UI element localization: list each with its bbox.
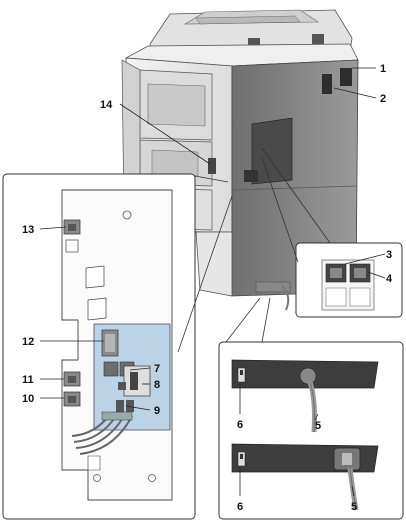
callout-5-upper: 5 (315, 420, 321, 432)
callout-13: 13 (22, 224, 34, 236)
left-detail-panel (2, 173, 233, 520)
callout-4: 4 (386, 273, 393, 285)
callout-3: 3 (386, 249, 392, 261)
port-detail-panel (261, 147, 403, 318)
callout-8: 8 (154, 379, 160, 391)
callout-12: 12 (22, 336, 34, 348)
callout-6-upper: 6 (237, 419, 243, 431)
leader-lines (39, 67, 386, 497)
callout-labels: 1 2 3 4 5 6 6 5 7 8 9 10 11 12 13 14 (22, 63, 393, 513)
callout-7: 7 (154, 363, 160, 375)
callout-2: 2 (380, 93, 386, 105)
callout-6-lower: 6 (237, 501, 243, 513)
callout-9: 9 (154, 405, 160, 417)
callout-11: 11 (22, 374, 34, 386)
callout-5-lower: 5 (351, 501, 357, 513)
callout-10: 10 (22, 393, 34, 405)
callout-1: 1 (380, 63, 386, 75)
power-detail-panel (218, 297, 404, 520)
callout-14: 14 (100, 99, 113, 111)
